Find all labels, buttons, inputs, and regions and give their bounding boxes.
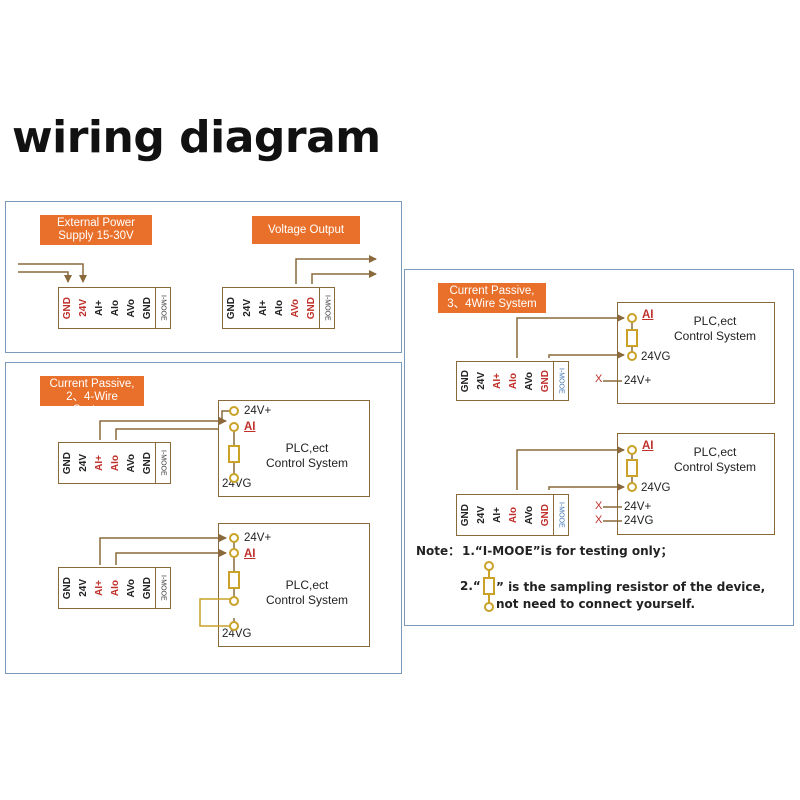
power-wire-gnd <box>18 271 72 283</box>
sampling-resistor <box>228 445 240 463</box>
terminal-block: GND 24V AI+ AIo AVo GND I-MOOE <box>58 442 171 484</box>
ai-label: AI <box>244 548 256 560</box>
page-title: wiring diagram <box>12 112 381 163</box>
plc-name: PLC,ect <box>285 441 329 455</box>
v-plus-label: 24V+ <box>624 375 652 387</box>
jumper-loop <box>199 598 234 627</box>
v-plus-label: 24V+ <box>244 532 272 544</box>
plc-name: PLC,ect <box>693 314 737 328</box>
sampling-resistor <box>626 329 638 347</box>
node <box>229 596 239 606</box>
v-plus-label: 24V+ <box>624 501 652 513</box>
vg-label: 24VG <box>624 515 654 527</box>
vg-label: 24VG <box>222 628 252 640</box>
vg-label: 24VG <box>641 482 671 494</box>
power-wire-24v <box>18 263 87 283</box>
control-system: Control System <box>673 329 757 343</box>
plc-box <box>617 433 775 535</box>
terminal-block: GND 24V AI+ AIo AVo GND I-MOOE <box>222 287 335 329</box>
vout-wire-gnd <box>311 270 377 284</box>
node <box>627 482 637 492</box>
wire-aio-to-ai <box>115 549 227 565</box>
sampling-resistor-legend <box>483 577 495 595</box>
plc-box <box>218 523 370 647</box>
module-label: I-MOOE <box>323 295 331 321</box>
vout-wire-avo <box>295 255 377 284</box>
v-plus-label: 24V+ <box>244 405 272 417</box>
module-label: I-MOOE <box>557 502 565 528</box>
node <box>627 313 637 323</box>
wire-aiplus-to-vplus <box>99 534 227 565</box>
ai-label: AI <box>642 309 654 321</box>
note-2-text: ” is the sampling resistor of the device… <box>496 580 766 611</box>
node <box>229 422 239 432</box>
note-2-prefix: 2.“ <box>460 579 481 593</box>
wire-aio-to-ai <box>115 428 218 440</box>
x-mark: X <box>595 514 603 526</box>
voltage-output-tag: Voltage Output <box>252 216 360 244</box>
x-mark: X <box>595 500 603 512</box>
node <box>627 351 637 361</box>
sampling-resistor <box>626 459 638 477</box>
plc-text: PLC,ect Control System <box>660 445 770 475</box>
wire-gnd-to-vg <box>548 483 625 491</box>
current-passive-3-4-tag: Current Passive, 3、4Wire System <box>438 283 546 313</box>
plc-name: PLC,ect <box>693 445 737 459</box>
note-1: 1.“I-MOOE”is for testing only； <box>462 544 673 558</box>
plc-text: PLC,ect Control System <box>252 578 362 608</box>
terminal-block: GND 24V AI+ AIo AVo GND I-MOOE <box>58 567 171 609</box>
node <box>229 533 239 543</box>
module-label: I-MOOE <box>557 368 565 394</box>
vg-label: 24VG <box>222 478 252 490</box>
plc-text: PLC,ect Control System <box>252 441 362 471</box>
ai-label: AI <box>642 440 654 452</box>
external-power-tag: External Power Supply 15-30V <box>40 215 152 245</box>
module-label: I-MOOE <box>159 575 167 601</box>
plc-text: PLC,ect Control System <box>660 314 770 344</box>
wire-gnd-to-vg <box>548 351 625 359</box>
node <box>627 445 637 455</box>
node <box>229 621 239 631</box>
plc-box <box>218 400 370 497</box>
node-legend <box>484 602 494 612</box>
module-label: I-MOOE <box>159 295 167 321</box>
terminal-block: GND 24V AI+ AIo AVo GND I-MOOE <box>58 287 171 329</box>
node-legend <box>484 561 494 571</box>
ai-label: AI <box>244 421 256 433</box>
plc-box <box>617 302 775 404</box>
control-system: Control System <box>265 593 349 607</box>
node <box>229 406 239 416</box>
node <box>229 548 239 558</box>
control-system: Control System <box>673 460 757 474</box>
sampling-resistor <box>228 571 240 589</box>
node <box>229 473 239 483</box>
wire-aiplus-to-ai <box>516 314 625 358</box>
vg-label: 24VG <box>641 351 671 363</box>
terminal-block: GND 24V AI+ AIo AVo GND I-MOOE <box>456 361 569 401</box>
note-label: Note： <box>416 544 461 558</box>
x-mark: X <box>595 373 603 385</box>
module-label: I-MOOE <box>159 450 167 476</box>
current-passive-2-4-tag: Current Passive, 2、4-Wire System <box>40 376 144 416</box>
plc-name: PLC,ect <box>285 578 329 592</box>
wire-aio-to-ai <box>516 446 625 490</box>
wire-aiplus-to-vplus <box>99 417 227 440</box>
control-system: Control System <box>265 456 349 470</box>
terminal-block: GND 24V AI+ AIo AVo GND I-MOOE <box>456 494 569 536</box>
